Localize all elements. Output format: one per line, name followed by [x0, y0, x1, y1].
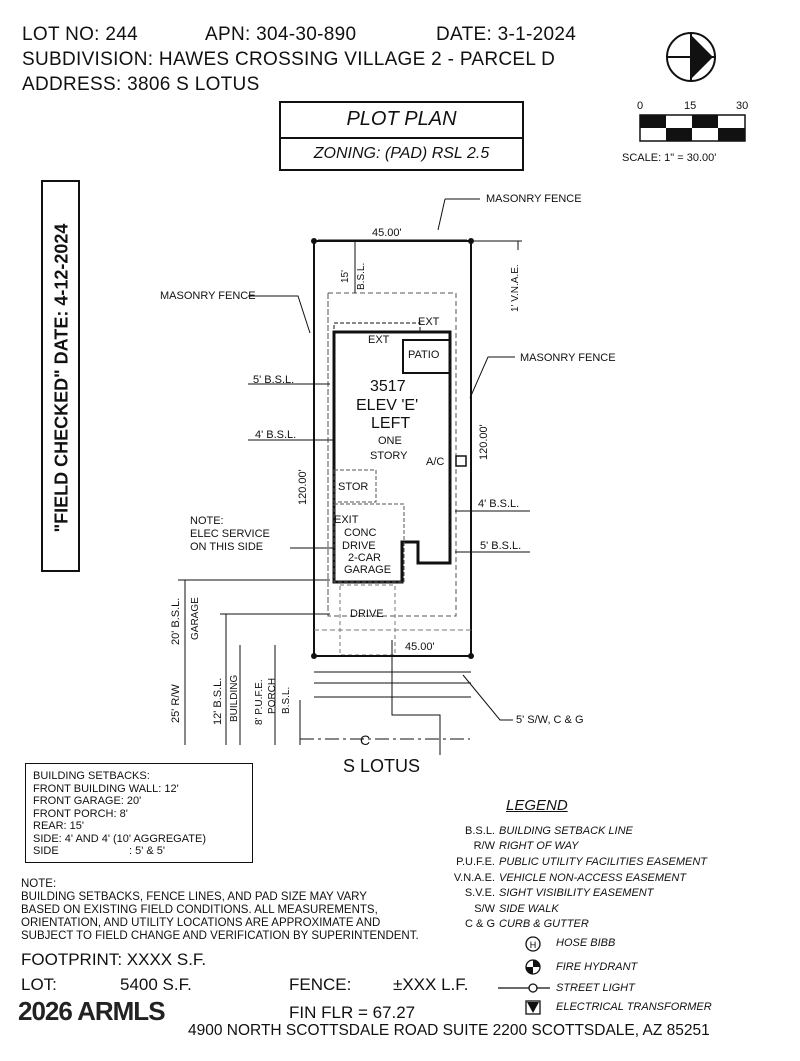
legend-symbol-row: FIRE HYDRANT — [556, 961, 638, 973]
elevation: ELEV 'E' — [356, 397, 419, 414]
patio — [402, 339, 451, 374]
garage-label: GARAGE — [344, 564, 392, 576]
watermark: 2026 ARMLS — [18, 996, 166, 1026]
address: ADDRESS: 3806 S LOTUS — [22, 74, 260, 95]
setbacks-line: SIDE : 5' & 5' — [33, 845, 165, 857]
car-label: 2-CAR — [348, 552, 382, 564]
bldg-bsl-2: BUILDING — [229, 674, 240, 722]
bsl-4-left: 4' B.S.L. — [255, 429, 297, 441]
garage-drive-dashed — [333, 503, 405, 583]
legend-symbol-row: HOSE BIBB — [556, 937, 616, 949]
elec-note-1: NOTE: — [190, 515, 224, 527]
drive-label-1: DRIVE — [342, 540, 376, 552]
patio-label: PATIO — [408, 349, 440, 361]
garage-bsl-2: GARAGE — [190, 597, 201, 640]
bsl-4-right: 4' B.S.L. — [478, 498, 520, 510]
field-checked-box: "FIELD CHECKED" DATE: 4-12-2024 — [41, 180, 80, 572]
footprint: FOOTPRINT: XXXX S.F. — [21, 950, 207, 969]
lot-value: 5400 S.F. — [120, 975, 192, 994]
notes-line: BASED ON EXISTING FIELD CONDITIONS. ALL … — [21, 904, 378, 916]
fence-top-label: MASONRY FENCE — [486, 193, 582, 205]
storage-label: STOR — [338, 481, 369, 493]
date: DATE: 3-1-2024 — [436, 24, 577, 45]
storage — [333, 469, 377, 503]
legend-row: S.V.E.SIGHT VISIBILITY EASEMENT — [464, 887, 654, 899]
plan-number: 3517 — [370, 378, 406, 395]
rw-label: 25' R/W — [170, 684, 182, 723]
elec-note-3: ON THIS SIDE — [190, 541, 264, 553]
zoning: ZONING: (PAD) RSL 2.5 — [313, 145, 490, 162]
title-box: PLOT PLAN ZONING: (PAD) RSL 2.5 — [279, 101, 524, 171]
ext-top: EXT — [418, 316, 440, 328]
garage-bsl-1: 20' B.S.L. — [170, 597, 182, 645]
one-label: ONE — [378, 435, 402, 447]
dim-left: 120.00' — [297, 469, 309, 505]
legend-title: LEGEND — [506, 797, 568, 814]
scale-tick-30: 30 — [736, 100, 749, 112]
fence-value: ±XXX L.F. — [393, 975, 469, 994]
notes-title: NOTE: — [21, 878, 57, 890]
conc-label: CONC — [344, 527, 377, 539]
fence-right-label: MASONRY FENCE — [520, 352, 616, 364]
setbacks-line: FRONT BUILDING WALL: 12' — [33, 782, 179, 795]
elec-note-2: ELEC SERVICE — [190, 528, 270, 540]
setbacks-text: BUILDING SETBACKS: FRONT BUILDING WALL: … — [33, 770, 206, 858]
fence-label: FENCE: — [289, 975, 352, 994]
setbacks-line: FRONT GARAGE: 20' — [33, 795, 142, 807]
porch-label-2: B.S.L. — [281, 686, 292, 714]
dim-right: 120.00' — [478, 424, 490, 460]
plot-plan-title: PLOT PLAN — [281, 103, 522, 139]
setbacks-box: BUILDING SETBACKS: FRONT BUILDING WALL: … — [25, 763, 253, 863]
rear-setback-value: 15' — [340, 269, 351, 283]
porch-label-1: PORCH — [267, 677, 278, 714]
centerline-symbol: C — [360, 732, 371, 748]
ext-left: EXT — [368, 334, 390, 346]
lot-number: LOT NO: 244 — [22, 24, 138, 45]
ac-unit — [455, 455, 467, 467]
subdivision: SUBDIVISION: HAWES CROSSING VILLAGE 2 - … — [22, 49, 556, 70]
bldg-bsl-1: 12' B.S.L. — [212, 677, 224, 725]
setbacks-title: BUILDING SETBACKS: — [33, 770, 150, 782]
vnae-label: 1' V.N.A.E. — [510, 264, 521, 312]
fence-left-label: MASONRY FENCE — [160, 290, 256, 302]
sidewalk-label: 5' S/W, C & G — [516, 714, 584, 726]
finished-floor: FIN FLR = 67.27 — [289, 1003, 416, 1022]
notes-line: SUBJECT TO FIELD CHANGE AND VERIFICATION… — [21, 930, 419, 942]
story-label: STORY — [370, 450, 408, 462]
lot-label: LOT: — [21, 975, 57, 994]
street-name: S LOTUS — [343, 756, 421, 776]
ac-label: A/C — [426, 456, 445, 468]
setbacks-line: REAR: 15' — [33, 820, 85, 832]
exit-label: EXIT — [334, 514, 359, 526]
legend-symbol-row: STREET LIGHT — [556, 982, 635, 994]
scale-tick-15: 15 — [684, 100, 697, 112]
notes: NOTE: BUILDING SETBACKS, FENCE LINES, AN… — [21, 878, 419, 943]
legend-row: B.S.L.BUILDING SETBACK LINE — [465, 825, 633, 837]
setbacks-line: FRONT PORCH: 8' — [33, 807, 128, 820]
pufe-label: 8' P.U.F.E. — [254, 679, 265, 725]
bsl-5-left: 5' B.S.L. — [253, 374, 295, 386]
dim-bottom: 45.00' — [405, 641, 435, 653]
apn: APN: 304-30-890 — [205, 24, 357, 45]
notes-line: BUILDING SETBACKS, FENCE LINES, AND PAD … — [21, 891, 367, 903]
legend-row: V.N.A.E.VEHICLE NON-ACCESS EASEMENT — [453, 872, 687, 884]
orientation: LEFT — [371, 415, 411, 432]
setbacks-line: SIDE: 4' AND 4' (10' AGGREGATE) — [33, 832, 206, 845]
lot-boundary — [313, 240, 472, 657]
legend-symbol-row: ELECTRICAL TRANSFORMER — [556, 1001, 712, 1013]
scale-label: SCALE: 1" = 30.00' — [622, 152, 717, 164]
bsl-5-right: 5' B.S.L. — [480, 540, 522, 552]
scale-tick-0: 0 — [637, 100, 644, 112]
legend-row: P.U.F.E.PUBLIC UTILITY FACILITIES EASEME… — [456, 856, 708, 868]
rear-setback-label: B.S.L. — [356, 262, 367, 290]
company-address: 4900 NORTH SCOTTSDALE ROAD SUITE 2200 SC… — [188, 1022, 710, 1039]
notes-line: ORIENTATION, AND UTILITY LOCATIONS ARE A… — [21, 917, 381, 929]
drive-label-2: DRIVE — [350, 608, 384, 620]
dim-top: 45.00' — [372, 227, 402, 239]
